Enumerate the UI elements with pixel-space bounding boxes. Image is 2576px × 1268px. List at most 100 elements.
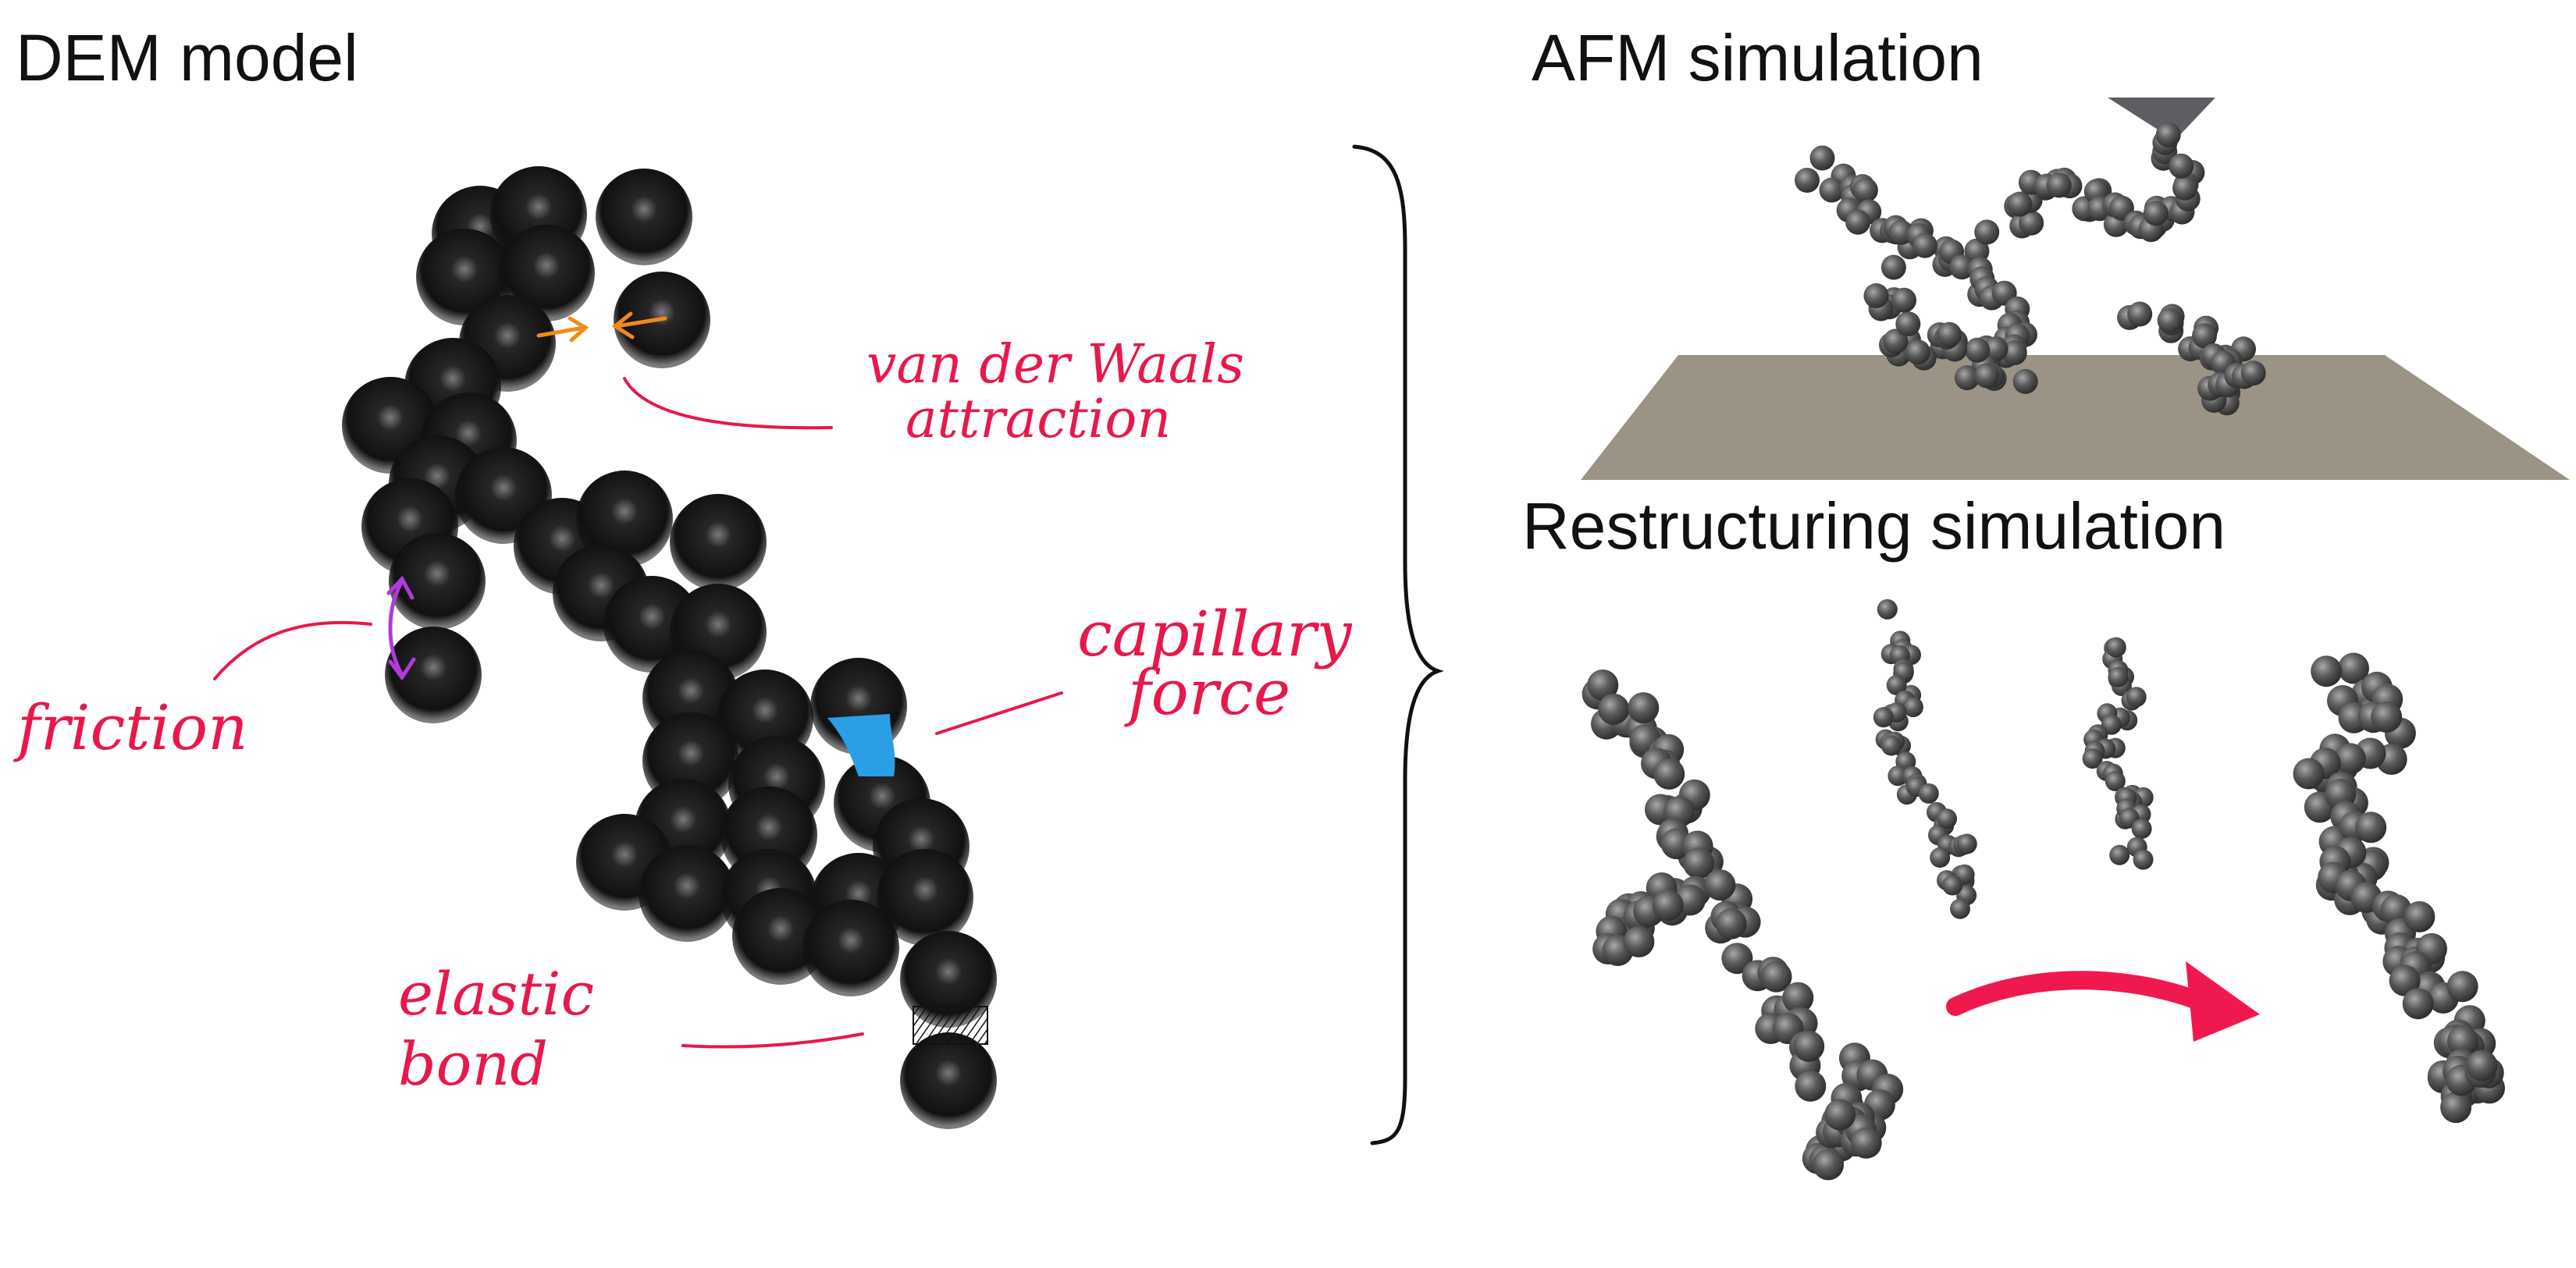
simulation-particle [1845,209,1871,235]
simulation-particle [1819,177,1845,203]
simulation-particle [1852,177,1878,203]
simulation-particle [1653,758,1685,790]
restructuring-simulation-title: Restructuring simulation [1522,489,2226,563]
friction-leader [213,620,372,680]
dem-particle [596,169,692,265]
capillary-leader [935,691,1063,735]
simulation-particle [1937,808,1957,829]
simulation-particle-clusters [1582,122,2505,1181]
simulation-particle [2334,743,2366,775]
afm-tip [2108,98,2215,140]
simulation-particle [1628,692,1660,724]
simulation-particle [2447,1025,2478,1057]
simulation-particle [1760,961,1792,993]
dem-particle [802,900,899,996]
simulation-particle [2389,964,2421,996]
simulation-particle [1782,982,1814,1014]
dem-model-title: DEM model [16,21,358,94]
simulation-particle [1937,321,1962,347]
restructuring-arrow [1946,961,2260,1042]
simulation-particle [1587,670,1619,701]
simulation-particle [2082,748,2103,769]
simulation-particle [2446,971,2478,1003]
friction-label: friction [13,691,248,764]
simulation-particle [1891,287,1916,313]
simulation-particle [2293,758,2325,790]
simulation-particle [2133,849,2154,870]
dem-particle [877,849,973,946]
friction-arrows [386,575,416,681]
simulation-particle [1949,254,1975,280]
simulation-particle [1704,869,1736,901]
van-der-waals-leader [623,377,833,430]
dem-particle [670,494,767,591]
dem-particle-cluster [342,166,997,1129]
simulation-particle [1863,283,1889,308]
simulation-particle [1880,254,1906,280]
simulation-particle [2240,361,2266,386]
simulation-particle [2109,844,2130,865]
dem-particle [639,845,735,942]
simulation-particle [2157,307,2183,333]
simulation-particle [1880,735,1902,756]
simulation-particle [1883,329,1909,354]
simulation-particle [2001,340,2027,365]
simulation-particle [1877,598,1898,620]
dem-particle [385,627,482,723]
simulation-particle [1974,363,2000,389]
dem-particle [389,533,486,630]
simulation-particle [1886,675,1907,695]
simulation-particle [1813,1149,1845,1181]
capillary-label: capillary [1077,598,1353,670]
afm-simulation-title: AFM simulation [1532,21,1984,94]
simulation-particle [2108,666,2129,687]
simulation-particle [1652,890,1684,922]
force-label: force [1124,656,1290,729]
simulation-particle [1795,168,1820,193]
simulation-particle [1918,783,1939,804]
simulation-particle [2371,701,2403,733]
simulation-particle [1598,693,1630,725]
simulation-particle [1942,875,1963,896]
simulation-particle [2403,900,2435,932]
simulation-particle [1873,707,1894,728]
simulation-particle [2169,153,2194,179]
simulation-particle [1905,339,1930,365]
simulation-particle [1715,907,1747,939]
simulation-particle [1793,1030,1825,1062]
dem-particle [900,931,997,1028]
simulation-particle [1956,833,1977,854]
attraction-label: attraction [906,389,1171,450]
simulation-particle [2105,771,2126,791]
simulation-particle [1912,233,1937,258]
simulation-particle [1623,925,1655,957]
simulation-particle [2402,988,2434,1020]
bond-label: bond [398,1029,548,1099]
simulation-particle [2172,175,2197,201]
simulation-particle [2143,201,2169,226]
elastic-label: elastic [398,959,594,1028]
elastic-bond [913,1006,988,1045]
van-der-waals-arrows [536,311,667,343]
simulation-particle [1950,898,1970,919]
simulation-particle [2019,210,2044,236]
simulation-particle [2355,812,2387,844]
dem-particle [576,471,673,567]
capillary-bridge [827,714,895,776]
simulation-particle [1964,238,1990,264]
afm-substrate [1581,355,2570,480]
van-der-waals-label: van der Waals [866,334,1244,396]
simulation-particle [2155,122,2181,147]
simulation-particle [1902,697,1923,718]
simulation-particle [1824,1099,1856,1131]
simulation-particle [1965,337,1991,363]
simulation-particle [1683,847,1714,879]
simulation-particle [2126,687,2147,708]
simulation-particle [1850,1127,1882,1159]
simulation-particle [2046,172,2072,198]
simulation-particle [2127,301,2153,327]
simulation-particle [2012,368,2038,394]
simulation-particle [1930,847,1951,868]
simulation-particle [1809,145,1835,171]
